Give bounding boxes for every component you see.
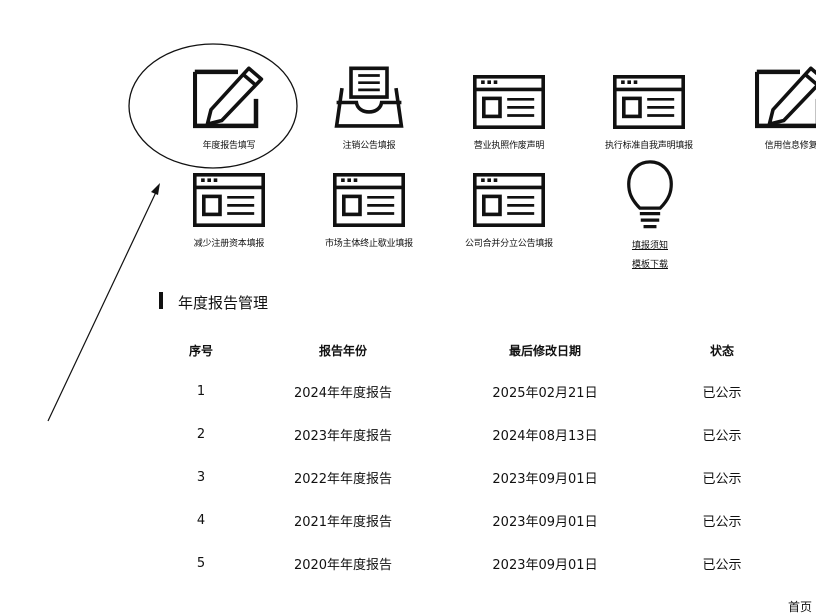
tile-label: 信用信息修复	[764, 141, 816, 151]
tile-entity-termination[interactable]: 市场主体终止歇业填报	[294, 172, 444, 249]
lightbulb-icon	[626, 160, 674, 234]
column-header-status: 状态	[709, 343, 734, 358]
help-links: 填报须知 模板下载	[575, 237, 725, 275]
tile-label: 执行标准自我声明填报	[604, 141, 693, 151]
tile-capital-reduction[interactable]: 减少注册资本填报	[154, 172, 304, 249]
document-window-icon	[473, 74, 545, 130]
cell-last-modified: 2023年09月01日	[492, 472, 598, 487]
table-row[interactable]: 3 2022年年度报告 2023年09月01日 已公示	[140, 456, 778, 499]
cell-status: 已公示	[702, 472, 742, 487]
table-row[interactable]: 4 2021年年度报告 2023年09月01日 已公示	[140, 499, 778, 542]
tile-label: 减少注册资本填报	[193, 239, 265, 249]
section-marker	[159, 292, 163, 309]
cell-last-modified: 2024年08月13日	[492, 429, 598, 444]
table-row[interactable]: 1 2024年年度报告 2025年02月21日 已公示	[140, 370, 778, 413]
cell-last-modified: 2025年02月21日	[492, 386, 598, 401]
column-header-report-year: 报告年份	[318, 343, 367, 358]
cell-index: 1	[196, 384, 206, 399]
cell-index: 5	[196, 556, 206, 571]
table-header-row: 序号 报告年份 最后修改日期 状态	[140, 330, 778, 370]
inbox-tray-icon	[333, 66, 405, 130]
cell-report-year: 2020年年度报告	[293, 558, 393, 573]
table-row[interactable]: 5 2020年年度报告 2023年09月01日 已公示	[140, 542, 778, 585]
annual-report-table: 序号 报告年份 最后修改日期 状态 1 2024年年度报告 2025年02月21…	[140, 330, 778, 585]
tile-label: 公司合并分立公告填报	[464, 239, 553, 249]
document-window-icon	[193, 172, 265, 228]
cell-index: 3	[196, 470, 206, 485]
tile-label: 市场主体终止歇业填报	[324, 239, 413, 249]
cell-index: 4	[196, 513, 206, 528]
cell-report-year: 2024年年度报告	[293, 386, 393, 401]
cell-status: 已公示	[702, 515, 742, 530]
pager-first-page[interactable]: 首页	[788, 600, 813, 614]
section-title: 年度报告管理	[178, 294, 269, 312]
tile-deregistration-notice[interactable]: 注销公告填报	[294, 66, 444, 151]
help-area	[626, 160, 674, 238]
tile-label: 营业执照作废声明	[473, 141, 545, 151]
template-download-link[interactable]: 模板下载	[631, 260, 668, 270]
filing-notice-link[interactable]: 填报须知	[631, 241, 668, 251]
tile-standard-self-declaration[interactable]: 执行标准自我声明填报	[574, 74, 724, 151]
cell-report-year: 2021年年度报告	[293, 515, 393, 530]
cell-last-modified: 2023年09月01日	[492, 558, 598, 573]
pencil-edit-icon	[755, 66, 816, 130]
tile-label: 注销公告填报	[342, 141, 396, 151]
table-row[interactable]: 2 2023年年度报告 2024年08月13日 已公示	[140, 413, 778, 456]
document-window-icon	[473, 172, 545, 228]
tile-license-void-statement[interactable]: 营业执照作废声明	[434, 74, 584, 151]
tile-annual-report-fill[interactable]: 年度报告填写	[154, 66, 304, 151]
cell-status: 已公示	[702, 429, 742, 444]
cell-status: 已公示	[702, 558, 742, 573]
tile-label: 年度报告填写	[202, 141, 256, 151]
cell-report-year: 2023年年度报告	[293, 429, 393, 444]
cell-index: 2	[196, 427, 206, 442]
cell-report-year: 2022年年度报告	[293, 472, 393, 487]
tile-merger-split-notice[interactable]: 公司合并分立公告填报	[434, 172, 584, 249]
column-header-last-modified: 最后修改日期	[508, 343, 581, 358]
column-header-index: 序号	[188, 343, 213, 358]
cell-status: 已公示	[702, 386, 742, 401]
cell-last-modified: 2023年09月01日	[492, 515, 598, 530]
pencil-edit-icon	[193, 66, 265, 130]
document-window-icon	[613, 74, 685, 130]
document-window-icon	[333, 172, 405, 228]
tile-credit-repair[interactable]: 信用信息修复	[716, 66, 816, 151]
